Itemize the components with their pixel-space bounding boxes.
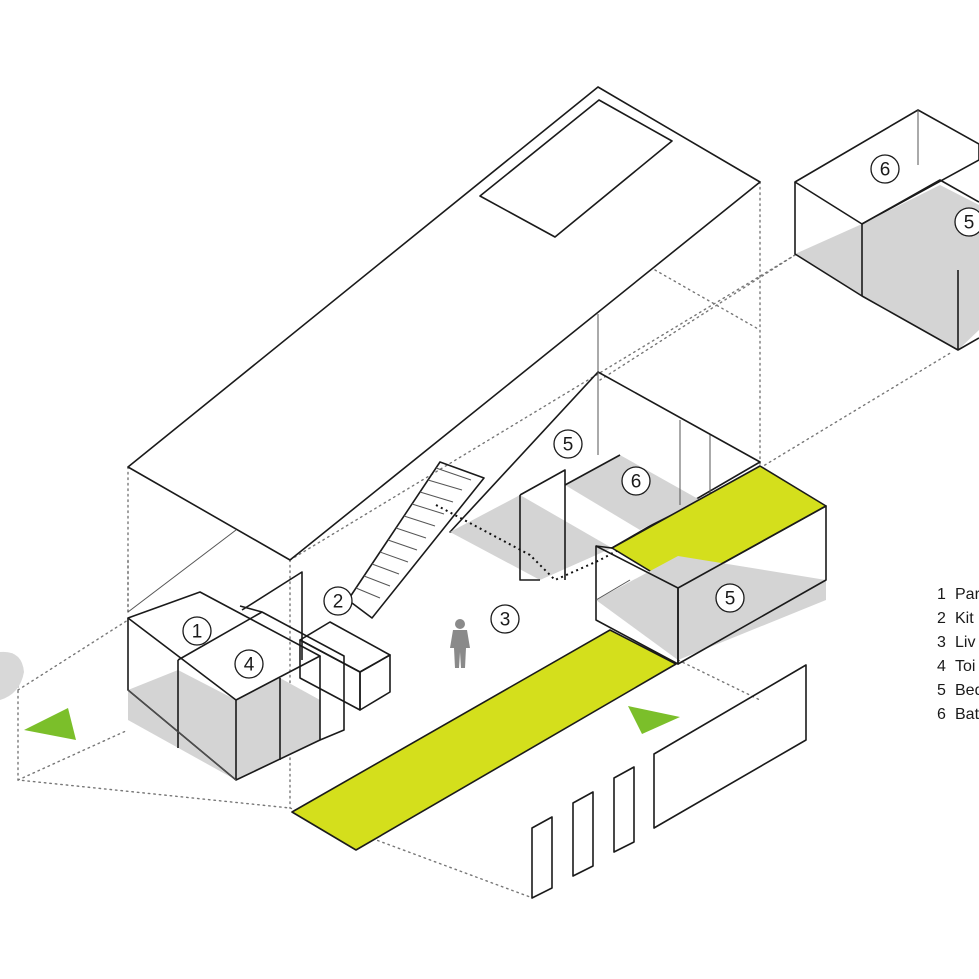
svg-text:6: 6 xyxy=(631,472,642,493)
svg-text:Bat: Bat xyxy=(955,706,979,723)
service-boxes xyxy=(127,591,345,781)
svg-text:3: 3 xyxy=(500,610,511,631)
svg-text:Kit: Kit xyxy=(955,610,974,627)
detached-upper-box xyxy=(794,109,979,351)
marker-living: 3 xyxy=(490,604,520,634)
facade-panels xyxy=(531,664,807,899)
entry-arrows xyxy=(24,706,680,740)
marker-toilet: 4 xyxy=(234,649,264,679)
roof-slab xyxy=(127,86,761,561)
svg-text:5: 5 xyxy=(964,213,975,234)
legend-item: 6 Bat xyxy=(937,706,979,723)
svg-text:6: 6 xyxy=(937,706,946,723)
legend: 1 Par 2 Kit 3 Liv 4 Toi 5 Bed 6 Bat xyxy=(937,586,979,723)
svg-text:2: 2 xyxy=(333,592,344,613)
room-markers: 6 5 5 6 5 1 2 3 xyxy=(182,154,979,679)
marker-upper-level-bathroom: 6 xyxy=(621,466,651,496)
marker-kitchen: 2 xyxy=(323,586,353,616)
legend-item: 5 Bed xyxy=(937,682,979,699)
cantilever-bedroom-box xyxy=(595,505,827,665)
marker-bedroom-cantilever: 5 xyxy=(715,583,745,613)
svg-text:Liv: Liv xyxy=(955,634,975,651)
marker-upper-level-bedroom: 5 xyxy=(553,429,583,459)
stair-treads xyxy=(355,467,472,599)
yellow-strip-ground xyxy=(291,629,677,851)
svg-text:4: 4 xyxy=(244,655,255,676)
marker-upper-box-bedroom: 5 xyxy=(954,207,979,237)
marker-upper-box-bathroom: 6 xyxy=(870,154,900,184)
legend-item: 1 Par xyxy=(937,586,979,603)
entry-arrow-right-icon xyxy=(628,706,680,734)
svg-text:Par: Par xyxy=(955,586,979,603)
svg-text:5: 5 xyxy=(937,682,946,699)
svg-text:1: 1 xyxy=(192,622,203,643)
svg-text:1: 1 xyxy=(937,586,946,603)
main-volume-outline xyxy=(127,314,599,660)
marker-pantry: 1 xyxy=(182,616,212,646)
legend-item: 4 Toi xyxy=(937,658,975,675)
entry-arrow-left-icon xyxy=(24,708,76,740)
svg-text:5: 5 xyxy=(563,435,574,456)
legend-item: 3 Liv xyxy=(937,634,975,651)
edge-fragment xyxy=(0,651,24,700)
staircase xyxy=(347,461,485,619)
svg-text:3: 3 xyxy=(937,634,946,651)
projection-lines xyxy=(17,181,953,898)
svg-text:2: 2 xyxy=(937,610,946,627)
person-figure-icon xyxy=(450,619,470,668)
legend-item: 2 Kit xyxy=(937,610,974,627)
svg-text:6: 6 xyxy=(880,160,891,181)
svg-text:5: 5 xyxy=(725,589,736,610)
svg-text:Toi: Toi xyxy=(955,658,975,675)
svg-text:Bed: Bed xyxy=(955,682,979,699)
kitchen-counter xyxy=(299,621,391,711)
svg-text:4: 4 xyxy=(937,658,946,675)
